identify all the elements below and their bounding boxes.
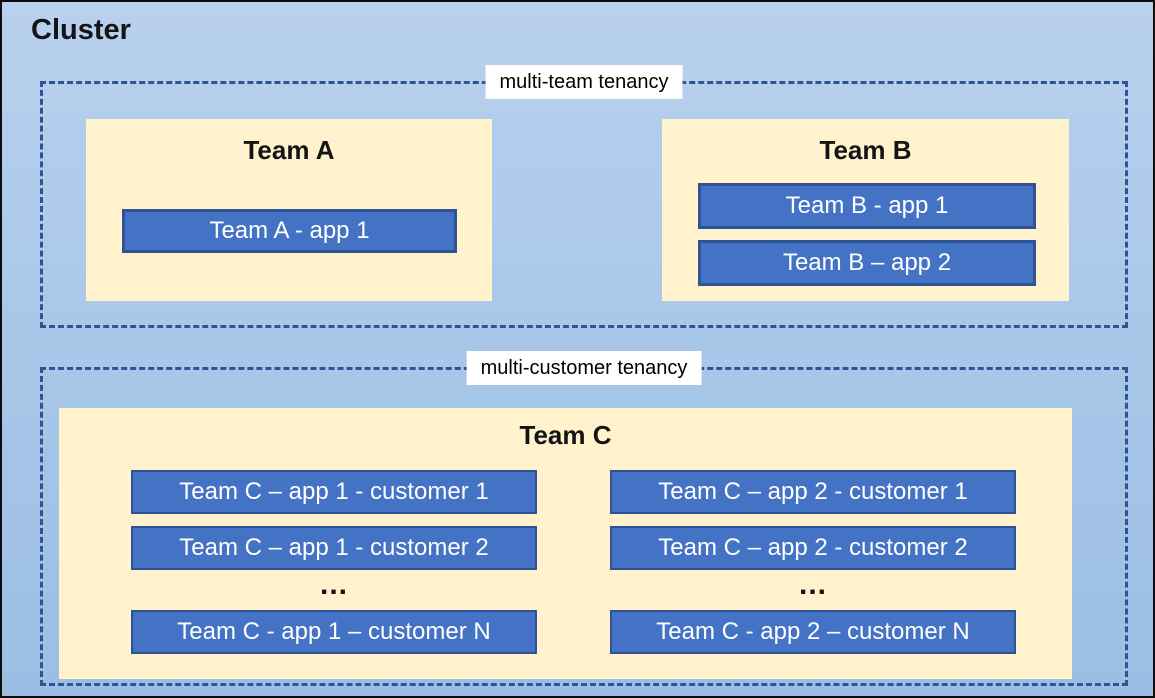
multi-customer-tenancy-label: multi-customer tenancy <box>466 351 702 385</box>
team-b-app-2: Team B – app 2 <box>698 240 1036 286</box>
team-b-app-1: Team B - app 1 <box>698 183 1036 229</box>
cluster-title: Cluster <box>31 14 131 46</box>
team-c-app-1-customer-2: Team C – app 1 - customer 2 <box>131 526 537 570</box>
team-c-title: Team C <box>519 420 612 450</box>
team-c-app-2-ellipsis: ... <box>798 568 827 601</box>
team-c-app-1-ellipsis: ... <box>319 568 348 601</box>
team-c-app-2-customer-1: Team C – app 2 - customer 1 <box>610 470 1016 514</box>
multi-team-tenancy-label: multi-team tenancy <box>485 65 683 99</box>
multi-team-tenancy-zone: multi-team tenancy <box>40 65 1128 328</box>
multi-customer-tenancy-zone: multi-customer tenancy <box>40 351 1128 686</box>
team-a-panel: Team A Team A - app 1 <box>86 119 492 301</box>
team-c-app-1-customer-n: Team C - app 1 – customer N <box>131 610 537 654</box>
team-b-panel: Team B Team B - app 1 Team B – app 2 <box>662 119 1069 301</box>
team-c-app-1-customer-1: Team C – app 1 - customer 1 <box>131 470 537 514</box>
team-c-panel: Team C Team C – app 1 - customer 1 Team … <box>59 408 1072 679</box>
team-c-app-2-customer-n: Team C - app 2 – customer N <box>610 610 1016 654</box>
team-a-app-1: Team A - app 1 <box>122 209 457 253</box>
team-b-title: Team B <box>819 135 912 165</box>
team-c-app-2-customer-2: Team C – app 2 - customer 2 <box>610 526 1016 570</box>
team-a-title: Team A <box>243 135 335 165</box>
